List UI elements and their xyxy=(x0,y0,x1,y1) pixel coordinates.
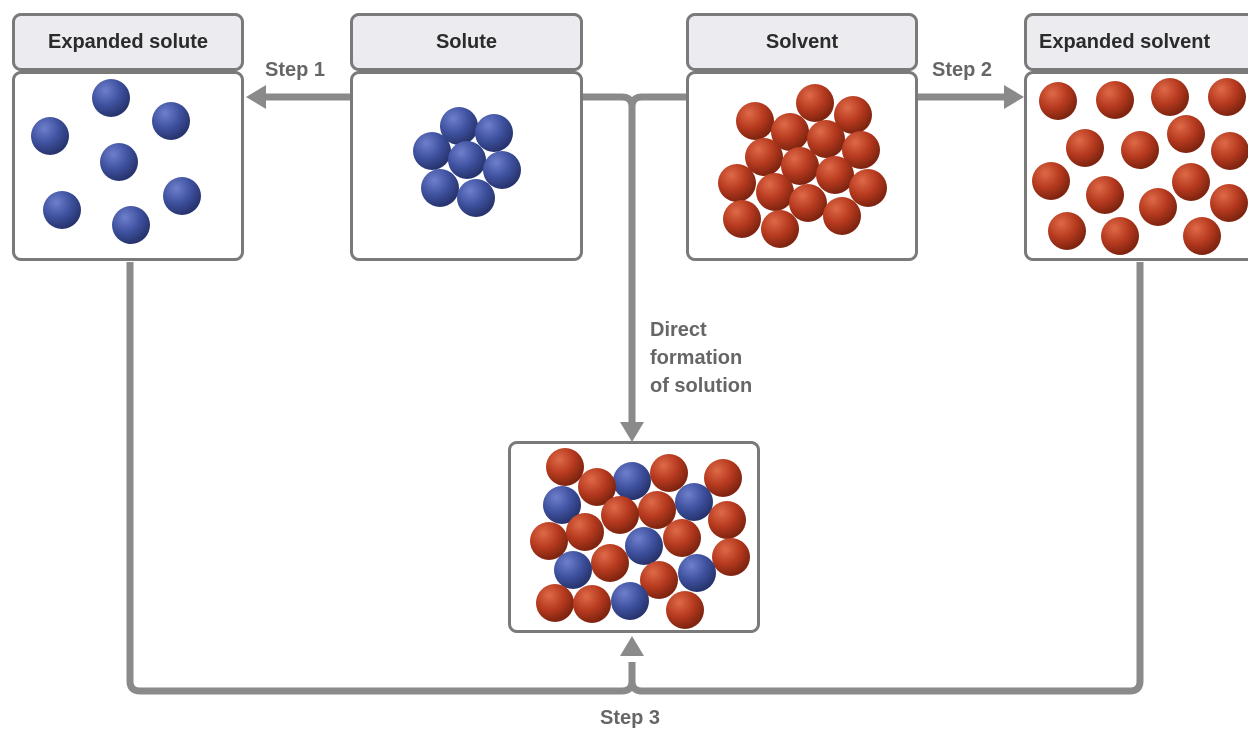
solution-solute-particle xyxy=(554,551,592,589)
solution-solute-particle xyxy=(613,462,651,500)
solution-solvent-particle xyxy=(546,448,584,486)
solution-solvent-particle xyxy=(640,561,678,599)
solvent-particle xyxy=(789,184,827,222)
solvent-particle xyxy=(1139,188,1177,226)
solute-particle xyxy=(112,206,150,244)
solvent-particle xyxy=(781,147,819,185)
solvent-particle xyxy=(756,173,794,211)
solution-solvent-particle xyxy=(578,468,616,506)
direct-formation-label-line3: of solution xyxy=(650,375,753,397)
solvent-particle xyxy=(771,113,809,151)
solvent-particle xyxy=(1096,81,1134,119)
expanded-solute-header: Expanded solute xyxy=(12,13,244,71)
solution-solvent-particle xyxy=(566,513,604,551)
expanded-solute-title: Expanded solute xyxy=(47,30,209,53)
direct-formation-arrow-line xyxy=(582,93,687,428)
solvent-particle xyxy=(1101,217,1139,255)
expanded-solvent-title: Expanded solvent xyxy=(1039,30,1211,53)
solute-box xyxy=(350,71,583,261)
solvent-particle xyxy=(723,200,761,238)
step2-arrowhead xyxy=(1004,85,1024,109)
solute-particle xyxy=(413,132,451,170)
solution-solvent-particle xyxy=(638,491,676,529)
solute-particle xyxy=(440,107,478,145)
solvent-particle xyxy=(1121,131,1159,169)
direct-formation-arrowhead xyxy=(620,422,644,442)
solvent-particle xyxy=(1172,163,1210,201)
solvent-particle xyxy=(1167,115,1205,153)
expanded-solvent-header: Expanded solvent xyxy=(1024,13,1248,71)
solution-solvent-particle xyxy=(650,454,688,492)
solution-solvent-particle xyxy=(666,591,704,629)
solute-header: Solute xyxy=(350,13,583,71)
solution-solvent-particle xyxy=(712,538,750,576)
solvent-header: Solvent xyxy=(686,13,918,71)
solute-particle xyxy=(421,169,459,207)
solvent-particle xyxy=(1183,217,1221,255)
step1-arrowhead xyxy=(246,85,266,109)
solute-particle xyxy=(43,191,81,229)
solvent-particle xyxy=(1211,132,1248,170)
solution-solvent-particle xyxy=(704,459,742,497)
step3-right-line xyxy=(628,262,1144,695)
solvent-particle xyxy=(718,164,756,202)
step2-label: Step 2 xyxy=(932,59,993,81)
solution-solvent-particle xyxy=(708,501,746,539)
solute-particle xyxy=(152,102,190,140)
solution-solute-particle xyxy=(611,582,649,620)
solute-particle xyxy=(100,143,138,181)
solvent-particle xyxy=(1208,78,1246,116)
solvent-particle xyxy=(1151,78,1189,116)
solution-solute-particle xyxy=(675,483,713,521)
solvent-particle xyxy=(761,210,799,248)
solvent-particle xyxy=(796,84,834,122)
solvent-particle xyxy=(1210,184,1248,222)
solvent-particle xyxy=(807,120,845,158)
solution-solute-particle xyxy=(678,554,716,592)
solvent-particle xyxy=(1086,176,1124,214)
solute-particle xyxy=(92,79,130,117)
solution-solvent-particle xyxy=(663,519,701,557)
solute-particle xyxy=(31,117,69,155)
solvent-particle xyxy=(1032,162,1070,200)
solute-particle xyxy=(448,141,486,179)
solute-title: Solute xyxy=(435,30,498,53)
solution-solute-particle xyxy=(543,486,581,524)
solvent-particle xyxy=(1066,129,1104,167)
step3-label: Step 3 xyxy=(600,707,661,729)
solution-solvent-particle xyxy=(591,544,629,582)
direct-formation-label-line2: formation xyxy=(650,347,743,369)
solvent-particle xyxy=(849,169,887,207)
solvent-particle xyxy=(842,131,880,169)
solvent-particle xyxy=(736,102,774,140)
solvent-particle xyxy=(816,156,854,194)
solvent-particle xyxy=(1039,82,1077,120)
solution-solvent-particle xyxy=(601,496,639,534)
solute-particle xyxy=(475,114,513,152)
solvent-particle xyxy=(834,96,872,134)
solute-particle xyxy=(163,177,201,215)
solvent-particle xyxy=(1048,212,1086,250)
solute-particle xyxy=(483,151,521,189)
solution-solvent-particle xyxy=(530,522,568,560)
solvent-particle xyxy=(823,197,861,235)
solvent-title: Solvent xyxy=(765,30,839,53)
solvent-particle xyxy=(745,138,783,176)
solution-solvent-particle xyxy=(573,585,611,623)
direct-formation-label-line1: Direct xyxy=(650,319,707,341)
solute-particle xyxy=(457,179,495,217)
step3-arrowhead xyxy=(620,636,644,656)
solution-solute-particle xyxy=(625,527,663,565)
step1-label: Step 1 xyxy=(265,59,326,81)
solution-solvent-particle xyxy=(536,584,574,622)
